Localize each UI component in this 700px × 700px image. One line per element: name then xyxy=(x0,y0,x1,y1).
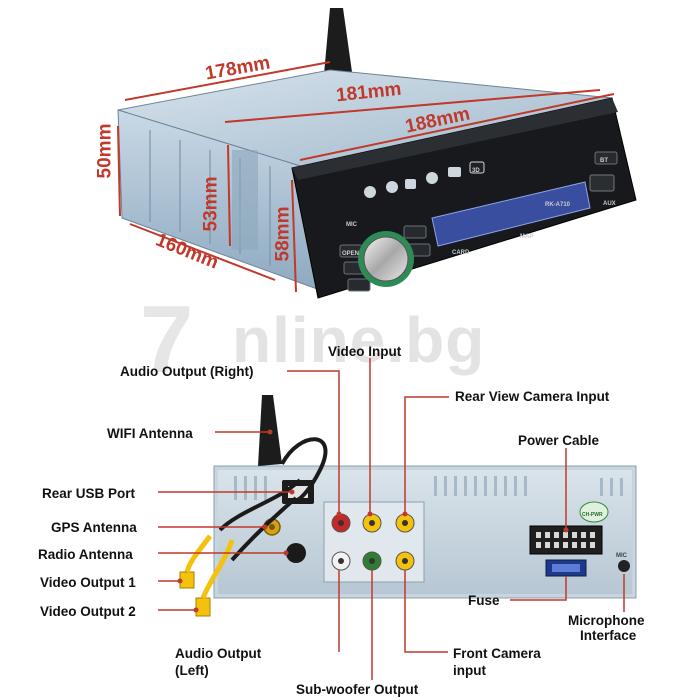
dim-53: 53mm xyxy=(200,176,222,232)
watermark-mark: 7 xyxy=(140,286,195,393)
label-rear-view-camera-input: Rear View Camera Input xyxy=(455,389,610,404)
label-video-input: Video Input xyxy=(328,344,402,359)
label-video-output-1: Video Output 1 xyxy=(40,575,136,590)
top-antenna xyxy=(324,8,352,74)
rca-jacks xyxy=(331,513,415,571)
callout-lines xyxy=(158,358,625,680)
mark-rear-mic: MIC xyxy=(616,553,627,559)
label-fuse: Fuse xyxy=(468,593,500,608)
label-microphone-interface-2: Interface xyxy=(580,628,637,643)
head-unit-3d xyxy=(117,8,637,299)
label-front-camera-input-1: Front Camera xyxy=(453,646,541,661)
label-audio-output-right: Audio Output (Right) xyxy=(120,364,254,379)
mark-aux: AUX xyxy=(603,201,616,207)
label-rear-usb-port: Rear USB Port xyxy=(42,486,136,501)
label-radio-antenna: Radio Antenna xyxy=(38,547,133,562)
mark-bt: BT xyxy=(600,158,608,164)
watermark-brand: nline.bg xyxy=(232,304,486,376)
rear-panel xyxy=(179,395,637,617)
label-audio-output-left-1: Audio Output xyxy=(175,646,262,661)
label-gps-antenna: GPS Antenna xyxy=(51,520,137,535)
label-microphone-interface-1: Microphone xyxy=(568,613,645,628)
label-front-camera-input-2: input xyxy=(453,663,486,678)
mark-open: OPEN xyxy=(342,251,360,257)
label-power-cable: Power Cable xyxy=(518,433,600,448)
mark-3d: 3D xyxy=(472,168,480,174)
mic-jack xyxy=(618,560,630,572)
mark-model: RK-A710 xyxy=(545,202,571,208)
label-audio-output-left-2: (Left) xyxy=(175,663,209,678)
display xyxy=(431,181,591,247)
radio-antenna-socket xyxy=(286,543,306,563)
mark-mic: MIC xyxy=(346,222,357,228)
label-wifi-antenna: WIFI Antenna xyxy=(107,426,193,441)
label-subwoofer-output: Sub-woofer Output xyxy=(296,682,419,697)
mark-map: MAP xyxy=(520,234,534,240)
dim-58: 58mm xyxy=(272,206,294,262)
label-video-output-2: Video Output 2 xyxy=(40,604,136,619)
mark-power-pill: CH-PWR xyxy=(582,512,603,518)
dim-50: 50mm xyxy=(94,123,116,179)
mark-card: CARD xyxy=(452,250,470,256)
